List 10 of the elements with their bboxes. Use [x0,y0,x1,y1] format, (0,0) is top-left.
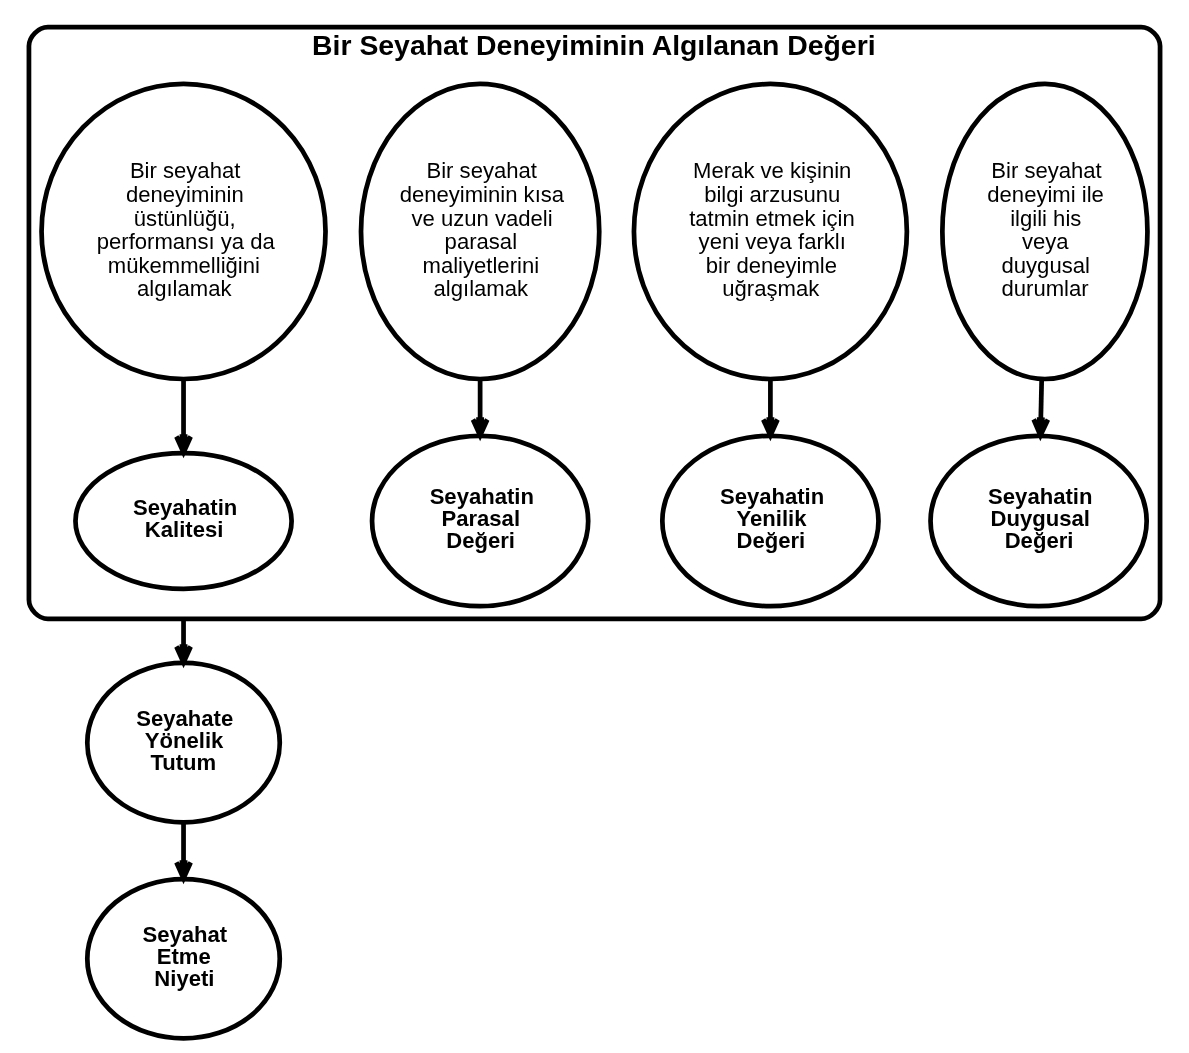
node-ellipse: Seyahatin Kalitesi [73,450,294,592]
node-ellipse: Seyahatin Duygusal Değeri [928,433,1150,609]
node-circle: Merak ve kişinin bilgi arzusunu tatmin etmek için yeni veya farklı bir deneyimle uğraşmak [631,81,910,382]
node-ellipse: Seyahat Etme Niyeti [84,876,283,1041]
node-ellipse: Seyahatin Parasal Değeri [369,433,591,609]
node-circle: Bir seyahat deneyiminin üstünlüğü, performansı ya da mükemmelliğini algılamak [39,81,328,382]
node-ellipse: Bir seyahat deneyiminin kısa ve uzun vadeli parasal maliyetlerini algılamak [358,81,602,382]
node-ellipse: Seyahatin Yenilik Değeri [659,433,881,609]
node-ellipse: Seyahate Yönelik Tutum [84,660,283,825]
node-ellipse: Bir seyahat deneyimi ile ilgili his veya duygusal durumlar [940,81,1150,382]
